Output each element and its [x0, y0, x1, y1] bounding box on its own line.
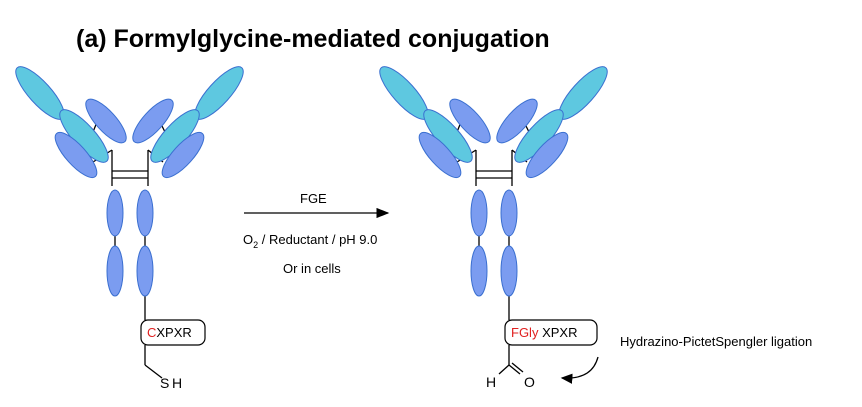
- left-heavy-chain-ch1-left: [85, 98, 127, 144]
- ligation-label: Hydrazino-PictetSpengler ligation: [620, 334, 812, 349]
- left-fc-ch3-left: [106, 245, 124, 297]
- right-heavy-chain-ch1-right: [496, 98, 538, 144]
- right-fc-ch2-right: [500, 189, 518, 237]
- ligation-arrow: [560, 356, 599, 384]
- left-tag-cys: C: [147, 325, 156, 340]
- conditions-rest: / Reductant / pH 9.0: [258, 232, 377, 247]
- figure-title: (a) Formylglycine-mediated conjugation: [76, 25, 550, 53]
- conditions-subscript: 2: [253, 240, 258, 250]
- right-tag-motif: XPXR: [538, 325, 577, 340]
- right-tag-fgly: FGly: [511, 325, 539, 340]
- right-tag-box: [504, 319, 598, 346]
- left-heavy-chain-variable-left: [54, 131, 98, 179]
- right-fc-ch2-left: [470, 189, 488, 237]
- left-tag-box: [140, 319, 206, 346]
- left-thiol-h: H: [172, 375, 182, 391]
- alternative-label: Or in cells: [283, 261, 341, 276]
- right-tag-label: FGly XPXR: [511, 325, 577, 340]
- aldehyde-o: O: [524, 374, 535, 390]
- right-heavy-chain-variable-right: [525, 131, 569, 179]
- right-heavy-chain-ch1-left: [449, 98, 491, 144]
- right-fc-ch3-right: [500, 245, 518, 297]
- enzyme-label: FGE: [300, 191, 327, 206]
- left-fc-ch3-right: [136, 245, 154, 297]
- conditions-o: O: [243, 232, 253, 247]
- left-thiol-s: S: [160, 375, 169, 391]
- left-fc-ch2-right: [136, 189, 154, 237]
- left-tag-label: CXPXR: [147, 325, 192, 340]
- conditions-label: O2 / Reductant / pH 9.0: [243, 232, 377, 250]
- right-heavy-chain-variable-left: [418, 131, 462, 179]
- left-antibody: CXPXR S H: [15, 66, 244, 391]
- left-heavy-chain-variable-right: [161, 131, 205, 179]
- right-fc-ch3-left: [470, 245, 488, 297]
- aldehyde-h: H: [486, 374, 496, 390]
- left-fc-ch2-left: [106, 189, 124, 237]
- left-heavy-chain-ch1-right: [132, 98, 174, 144]
- right-antibody: FGly XPXR H O: [379, 66, 608, 390]
- left-tag-motif: XPXR: [156, 325, 191, 340]
- reaction: FGE O2 / Reductant / pH 9.0 Or in cells: [243, 191, 390, 276]
